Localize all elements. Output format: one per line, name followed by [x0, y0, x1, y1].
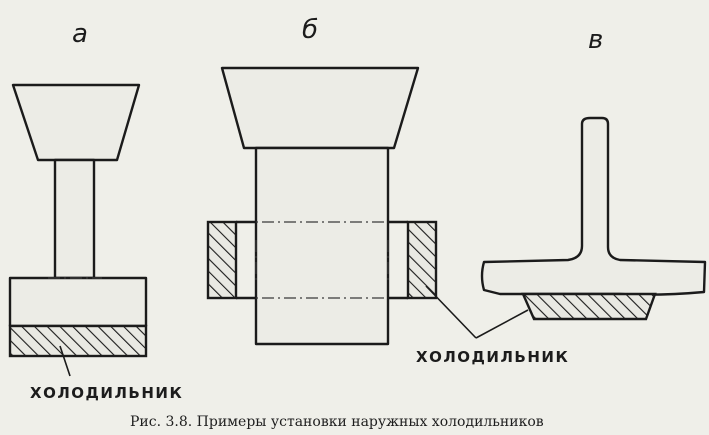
casting-b [254, 146, 390, 346]
cooler-v [521, 292, 657, 321]
figure-caption: Рис. 3.8. Примеры установки наружных хол… [130, 414, 544, 430]
neck-a [53, 158, 96, 280]
variant-a: а ХОЛОДИЛЬНИК [8, 19, 183, 402]
cooler-label-right: ХОЛОДИЛЬНИК [416, 348, 569, 366]
cooler-a [8, 324, 148, 358]
variant-v: в [480, 25, 707, 321]
cooler-b-left [206, 220, 238, 300]
sprue-cup-b [220, 66, 420, 150]
label-a: а [72, 19, 88, 49]
label-b: б [302, 15, 318, 45]
casting-a [8, 276, 148, 328]
leader-b [425, 285, 477, 339]
cooler-label-left: ХОЛОДИЛЬНИК [30, 384, 183, 402]
variant-b: б [206, 15, 438, 346]
leader-v [475, 309, 529, 339]
cooler-b-right [406, 220, 438, 300]
leader-a [59, 345, 71, 377]
label-v: в [588, 25, 603, 55]
leader-group-right: ХОЛОДИЛЬНИК [416, 285, 569, 366]
casting-v [480, 116, 707, 296]
sprue-cup-a [11, 83, 141, 162]
